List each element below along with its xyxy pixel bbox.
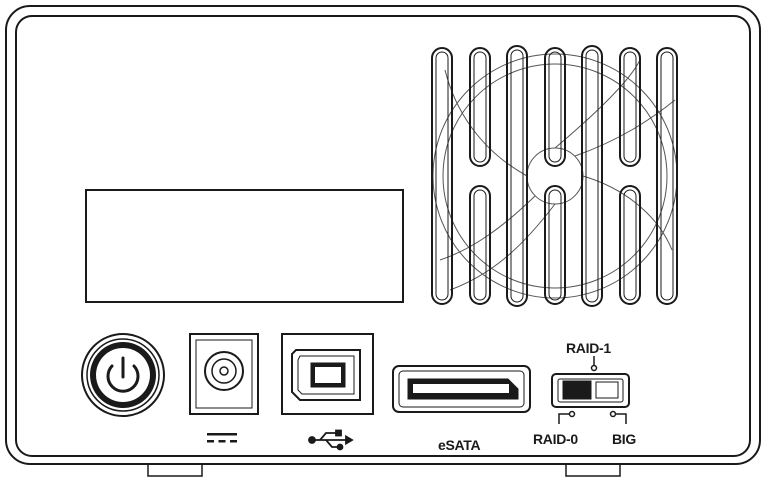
- power-icon: [106, 356, 140, 393]
- usb-icon: [308, 429, 354, 451]
- esata-label: eSATA: [438, 437, 481, 453]
- dc-power-jack[interactable]: [189, 333, 259, 415]
- big-label: BIG: [612, 431, 636, 447]
- vent-slot: [544, 185, 566, 305]
- raid-mode-switch[interactable]: [551, 356, 630, 424]
- vent-slot: [431, 47, 453, 305]
- esata-port[interactable]: [392, 365, 531, 413]
- display-window: [85, 189, 404, 303]
- vent-slot: [469, 185, 491, 305]
- vent-slot: [619, 185, 641, 305]
- vent-slot: [469, 47, 491, 167]
- vent-slot: [544, 47, 566, 167]
- vent-slot: [506, 45, 528, 307]
- vent-slot: [619, 47, 641, 167]
- power-button[interactable]: [81, 333, 165, 417]
- vent-slot: [656, 47, 678, 305]
- raid1-label: RAID-1: [566, 340, 611, 356]
- dc-power-icon: [207, 433, 237, 443]
- ventilation-grille: [431, 45, 678, 307]
- vent-slot: [581, 45, 603, 307]
- switch-slider: [562, 380, 592, 400]
- usb-b-port[interactable]: [281, 333, 374, 415]
- enclosure-body: [5, 5, 761, 477]
- raid0-label: RAID-0: [533, 431, 578, 447]
